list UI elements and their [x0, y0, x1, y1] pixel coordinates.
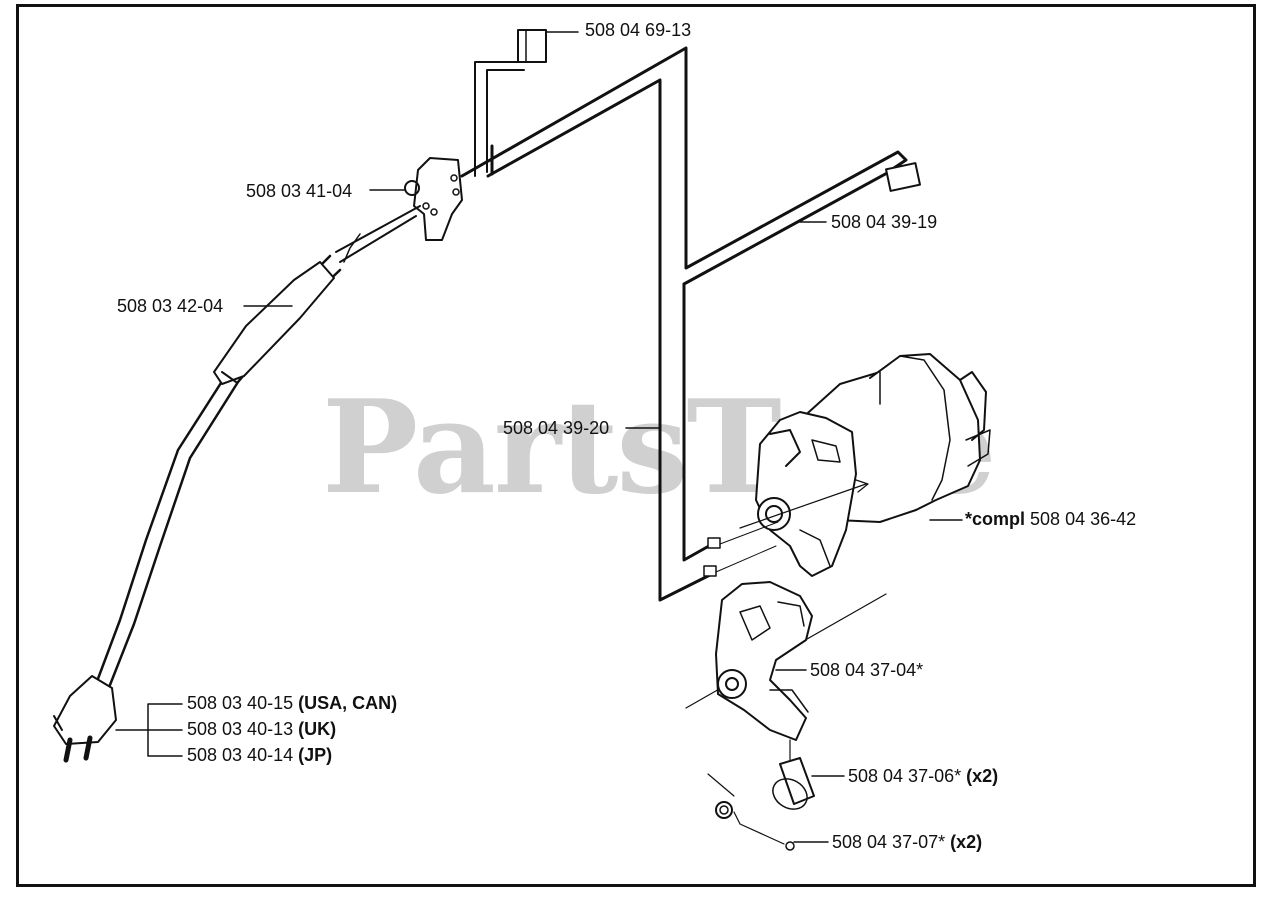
part-number: 508 04 39-20: [503, 418, 610, 438]
motor: [703, 353, 991, 577]
part-number: 508 03 42-04: [117, 296, 224, 316]
part-number: 508 04 36-42: [1030, 509, 1137, 529]
part-number: 508 04 39-19: [831, 212, 938, 232]
switch: [369, 157, 463, 241]
connector-top: [517, 29, 579, 63]
diagram-frame: [16, 4, 1256, 887]
part-region: (JP): [298, 745, 333, 765]
callout-connector: 508 04 69-13: [585, 20, 691, 40]
part-number: 508 03 40-13: [187, 719, 294, 739]
part-prefix: *compl: [965, 509, 1026, 529]
part-number: 508 03 40-15: [187, 693, 294, 713]
callout-plug-usa: 508 03 40-15 (USA, CAN): [187, 693, 397, 713]
part-number: 508 04 37-04*: [810, 660, 924, 680]
spring: [707, 773, 829, 851]
callout-brush: 508 04 37-06* (x2): [848, 766, 998, 786]
cable-guard: [213, 261, 335, 385]
plug: [53, 675, 183, 763]
callout-brush-holder: 508 04 37-04*: [810, 660, 923, 680]
brush-holder: [685, 581, 887, 741]
part-region: (UK): [298, 719, 337, 739]
callout-spring: 508 04 37-07* (x2): [832, 832, 982, 852]
callout-switch: 508 03 41-04: [246, 181, 352, 201]
part-number: 508 04 37-07*: [832, 832, 946, 852]
carbon-brush: [772, 739, 845, 810]
callout-plug-jp: 508 03 40-14 (JP): [187, 745, 332, 765]
part-number: 508 03 41-04: [246, 181, 353, 201]
callout-wire-long: 508 04 39-20: [503, 418, 609, 438]
part-number: 508 04 37-06*: [848, 766, 962, 786]
callout-cable-guard: 508 03 42-04: [117, 296, 223, 316]
callout-motor: *compl 508 04 36-42: [965, 509, 1136, 529]
wire-long: [460, 46, 908, 602]
part-quantity: (x2): [966, 766, 999, 786]
callout-wire-right: 508 04 39-19: [831, 212, 937, 232]
wire-right: [682, 162, 921, 562]
part-number: 508 04 69-13: [585, 20, 692, 40]
power-cable: [94, 205, 421, 692]
part-number: 508 03 40-14: [187, 745, 294, 765]
part-quantity: (x2): [950, 832, 983, 852]
part-region: (USA, CAN): [298, 693, 398, 713]
callout-plug-uk: 508 03 40-13 (UK): [187, 719, 336, 739]
